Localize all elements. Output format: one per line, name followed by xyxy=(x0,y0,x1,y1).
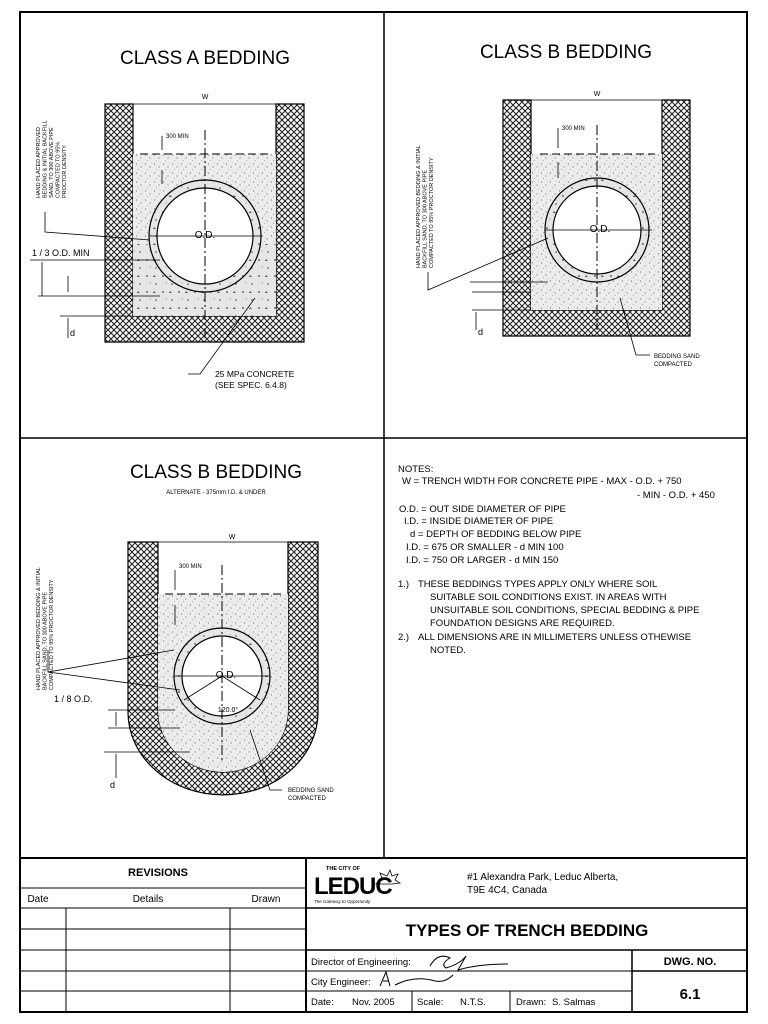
drawn-value: S. Salmas xyxy=(552,997,596,1008)
notes-def-od: O.D. = OUT SIDE DIAMETER OF PIPE xyxy=(399,504,566,515)
city-engineer-label: City Engineer: xyxy=(311,977,371,988)
class-b-sand-2: COMPACTED xyxy=(654,362,693,368)
class-b-alternate-detail: CLASS B BEDDING ALTERNATE - 375mm I.D. &… xyxy=(36,462,334,802)
class-b-d-label: d xyxy=(478,327,483,337)
notes-def-d: d = DEPTH OF BEDDING BELOW PIPE xyxy=(410,529,581,540)
class-a-concrete-2: (SEE SPEC. 6.4.8) xyxy=(215,380,287,390)
class-b-alt-w-label: W xyxy=(229,534,236,541)
logo-name: LEDUC xyxy=(314,873,392,900)
class-a-note-3: SAND, TO 300 ABOVE PIPE xyxy=(49,127,55,198)
drawn-label: Drawn: xyxy=(516,997,546,1008)
revisions-col-details: Details xyxy=(133,894,164,905)
notes-w-line: W = TRENCH WIDTH FOR CONCRETE PIPE - MAX… xyxy=(402,476,682,487)
class-b-alt-d-label: d xyxy=(110,780,115,790)
title-block: THE CITY OF LEDUC The Gateway to Opportu… xyxy=(306,866,747,1012)
class-b-alt-note-2: BACKFILL SAND, TO 300 ABOVE PIPE xyxy=(43,592,49,690)
director-label: Director of Engineering: xyxy=(311,957,411,968)
note-2-number: 2.) xyxy=(398,632,409,643)
class-b-alt-note-3: COMPACTED TO 95% PROCTOR DENSITY xyxy=(49,579,55,690)
notes-w-line-2: - MIN - O.D. + 450 xyxy=(637,490,715,501)
logo-tagline: The Gateway to Opportunity xyxy=(314,899,371,904)
general-notes: NOTES: W = TRENCH WIDTH FOR CONCRETE PIP… xyxy=(398,464,715,656)
note-1-line-1: THESE BEDDINGS TYPES APPLY ONLY WHERE SO… xyxy=(418,579,657,590)
logo-the-city-of: THE CITY OF xyxy=(326,866,361,872)
class-b-alt-title: CLASS B BEDDING xyxy=(130,462,302,483)
city-engineer-signature xyxy=(379,970,454,987)
revisions-col-drawn: Drawn xyxy=(252,894,281,905)
revisions-heading: REVISIONS xyxy=(128,867,188,879)
class-a-d-label: d xyxy=(70,328,75,338)
logo-sunburst-icon xyxy=(375,868,402,885)
note-2-line-1: ALL DIMENSIONS ARE IN MILLIMETERS UNLESS… xyxy=(418,632,691,643)
class-b-300-min: 300 MIN xyxy=(562,126,585,132)
class-a-w-label: W xyxy=(202,94,209,101)
class-b-w-label: W xyxy=(594,91,601,98)
class-b-alt-sand-2: COMPACTED xyxy=(288,796,327,802)
dwg-no-value: 6.1 xyxy=(680,986,701,1003)
address-line-2: T9E 4C4, Canada xyxy=(467,885,547,896)
class-a-note-5: PROCTOR DENSITY xyxy=(62,145,68,198)
drawing-title: TYPES OF TRENCH BEDDING xyxy=(406,921,649,940)
director-signature xyxy=(429,955,509,971)
note-1-line-4: FOUNDATION DESIGNS ARE REQUIRED. xyxy=(430,618,615,629)
class-a-note-4: COMPACTED TO 95% xyxy=(56,142,62,198)
note-2-line-2: NOTED. xyxy=(430,645,466,656)
class-a-od-label: O.D. xyxy=(195,230,216,241)
class-b-alt-note-1: HAND PLACED APPROVED BEDDING & INITIAL xyxy=(36,567,42,690)
revisions-col-date: Date xyxy=(27,894,49,905)
class-b-note-3: COMPACTED TO 95% PROCTOR DENSITY xyxy=(429,157,435,268)
date-value: Nov. 2005 xyxy=(352,997,395,1008)
class-b-alt-eighth-od: 1 / 8 O.D. xyxy=(54,694,93,704)
class-b-alt-subtitle: ALTERNATE - 375mm I.D. & UNDER xyxy=(166,490,266,496)
note-1-line-3: UNSUITABLE SOIL CONDITIONS, SPECIAL BEDD… xyxy=(430,605,699,616)
class-b-alt-sand-1: BEDDING SAND xyxy=(288,788,334,794)
class-a-concrete-1: 25 MPa CONCRETE xyxy=(215,369,295,379)
class-a-note-2: BEDDING & INITIAL BACKFILL xyxy=(43,120,49,198)
class-b-alt-300-min: 300 MIN xyxy=(179,564,202,570)
notes-def-id: I.D. = INSIDE DIAMETER OF PIPE xyxy=(404,516,553,527)
scale-label: Scale: xyxy=(417,997,443,1008)
revisions-table: REVISIONS Date Details Drawn xyxy=(20,858,307,1012)
class-b-note-1: HAND PLACED APPROVED BEDDING & INITIAL xyxy=(416,145,422,268)
class-a-third-od: 1 / 3 O.D. MIN xyxy=(32,248,90,258)
dwg-no-label: DWG. NO. xyxy=(664,956,717,968)
class-b-bedding-detail: CLASS B BEDDING O.D. W 300 MIN HAND PLAC… xyxy=(416,42,700,368)
class-b-title: CLASS B BEDDING xyxy=(480,42,652,63)
city-of-leduc-logo: THE CITY OF LEDUC The Gateway to Opportu… xyxy=(314,866,402,904)
class-a-title: CLASS A BEDDING xyxy=(120,48,290,69)
class-b-alt-angle: 120.0° xyxy=(218,706,239,714)
notes-def-id-large: I.D. = 750 OR LARGER - d MIN 150 xyxy=(406,555,558,566)
note-1-line-2: SUITABLE SOIL CONDITIONS EXIST. IN AREAS… xyxy=(430,592,667,603)
date-label: Date: xyxy=(311,997,334,1008)
notes-heading: NOTES: xyxy=(398,464,433,475)
class-b-note-2: BACKFILL SAND, TO 300 ABOVE PIPE xyxy=(423,170,429,268)
scale-value: N.T.S. xyxy=(460,997,486,1008)
note-1-number: 1.) xyxy=(398,579,409,590)
class-a-300-min: 300 MIN xyxy=(166,134,189,140)
class-b-od-label: O.D. xyxy=(590,224,611,235)
address-line-1: #1 Alexandra Park, Leduc Alberta, xyxy=(467,872,618,883)
notes-def-id-small: I.D. = 675 OR SMALLER - d MIN 100 xyxy=(406,542,564,553)
class-b-sand-1: BEDDING SAND xyxy=(654,354,700,360)
class-b-alt-od-label: O.D. xyxy=(216,670,237,681)
class-a-note-1: HAND PLACED APPROVED xyxy=(36,127,42,198)
class-a-bedding-detail: CLASS A BEDDING O.D. W 300 MIN HAND PLAC… xyxy=(30,48,305,390)
